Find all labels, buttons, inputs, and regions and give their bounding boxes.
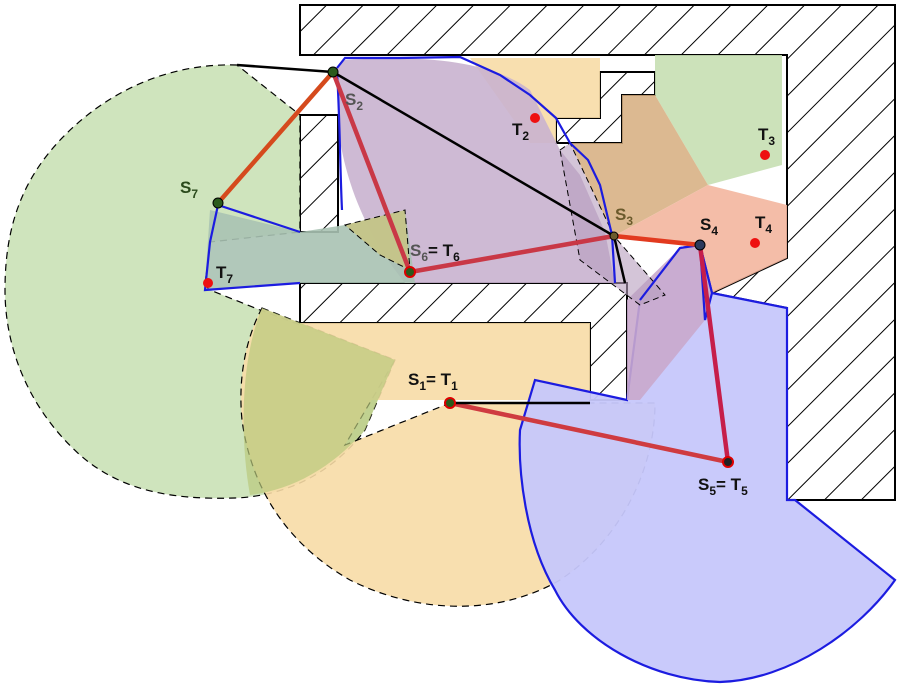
label-s5-t5: S5= T5 [698,475,748,498]
label-t2: T2 [512,120,529,143]
points [203,66,770,468]
label-s2: S2 [345,90,363,113]
regions [4,55,897,684]
region-blue-s5 [518,243,897,684]
link-s4-s5 [697,242,731,465]
link-s1-s5 [447,400,731,465]
label-t7: T7 [216,263,233,286]
point-s6 [404,266,416,278]
label-s1-t1: S1= T1 [408,370,458,393]
label-s4: S4 [700,215,718,238]
link-s2-s6 [330,69,413,275]
boundary-s4 [639,243,714,321]
link-s6-s3 [407,233,617,275]
label-t4: T4 [755,213,772,236]
line-s2-s3 [332,70,615,238]
point-t2 [530,113,540,123]
blue-boundaries [203,55,714,321]
region-green-t3 [655,55,782,185]
point-t3 [760,150,770,160]
region-salmon-t4 [614,185,787,293]
point-s4 [694,239,706,251]
links [215,69,731,465]
point-s1 [444,397,456,409]
left-pillar [299,114,339,233]
link-s7-s2 [215,69,336,206]
label-s3: S3 [615,205,633,228]
labels: S1= T1 S2 T2 T3 S3 S4 T4 S5= T5 S6= T6 S… [180,90,775,498]
boundary-s2 [336,55,617,284]
point-s7 [212,197,224,209]
point-t4 [750,238,760,248]
label-t3: T3 [758,125,775,148]
label-s7: S7 [180,178,198,201]
point-s5 [722,456,734,468]
line-s3-down [612,235,627,284]
point-s3 [609,231,619,241]
boundary-s7 [203,203,301,292]
black-lines [236,63,627,405]
label-s6-t6: S6= T6 [410,241,460,264]
point-t7 [203,278,213,288]
line-top [236,63,334,74]
point-s2 [327,66,339,78]
link-s3-s4 [611,233,703,248]
region-olive-left [243,308,395,495]
